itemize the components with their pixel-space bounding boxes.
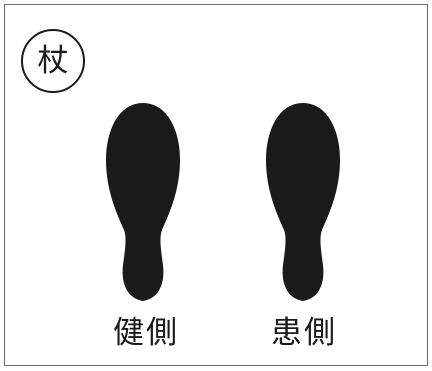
healthy-footprint-icon xyxy=(106,103,180,301)
healthy-side-label: 健側 xyxy=(113,315,179,351)
cane-badge-label: 杖 xyxy=(37,42,69,79)
affected-side-label: 患側 xyxy=(271,315,337,351)
affected-footprint-icon xyxy=(266,103,340,301)
cane-badge: 杖 xyxy=(21,29,85,93)
